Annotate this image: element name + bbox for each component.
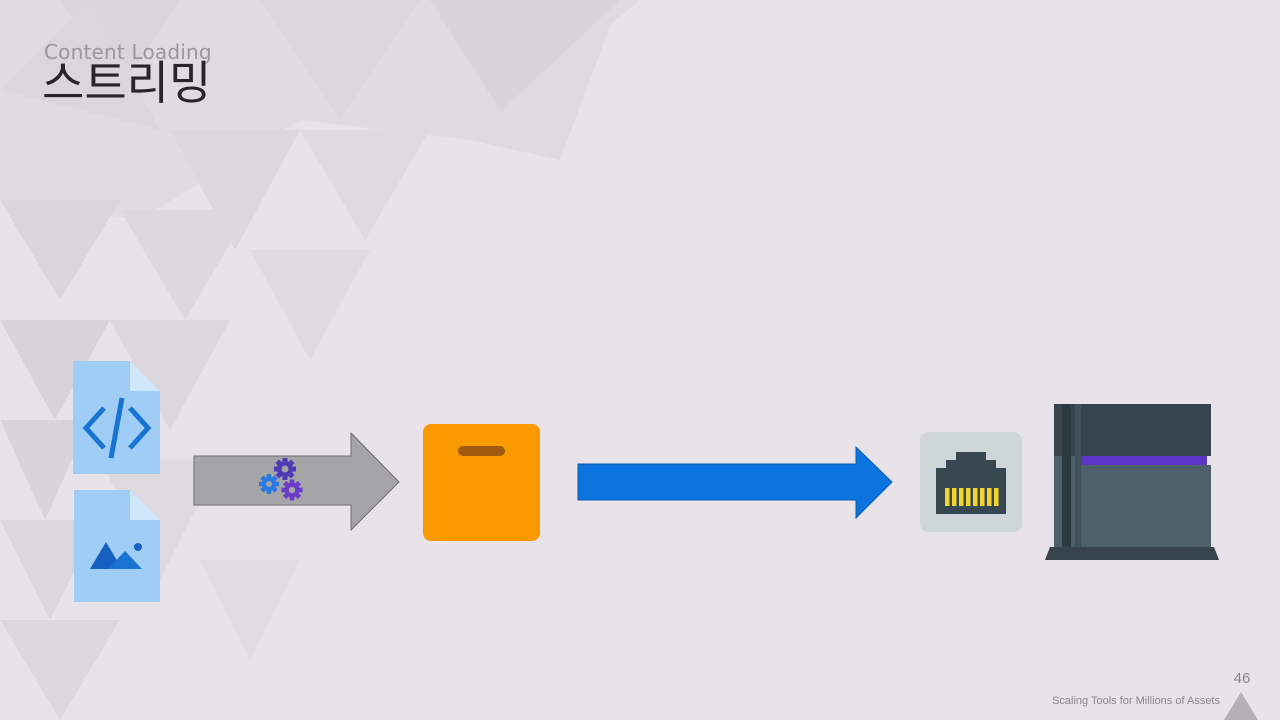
build-arrow [193,431,400,532]
slide-supertitle: Content Loading [44,40,212,64]
footer-text: Scaling Tools for Millions of Assets [1052,695,1220,707]
stream-arrow [577,445,893,520]
image-file-icon [74,490,160,602]
code-file-icon [73,361,160,474]
page-number: 46 [1233,670,1251,687]
package-box-icon [423,424,540,541]
slide-title: 스트리밍 [42,56,212,110]
gears-icon [259,458,303,501]
corner-triangle-icon [1224,692,1258,720]
ethernet-port-icon [920,432,1022,532]
game-console-icon [1045,404,1219,560]
